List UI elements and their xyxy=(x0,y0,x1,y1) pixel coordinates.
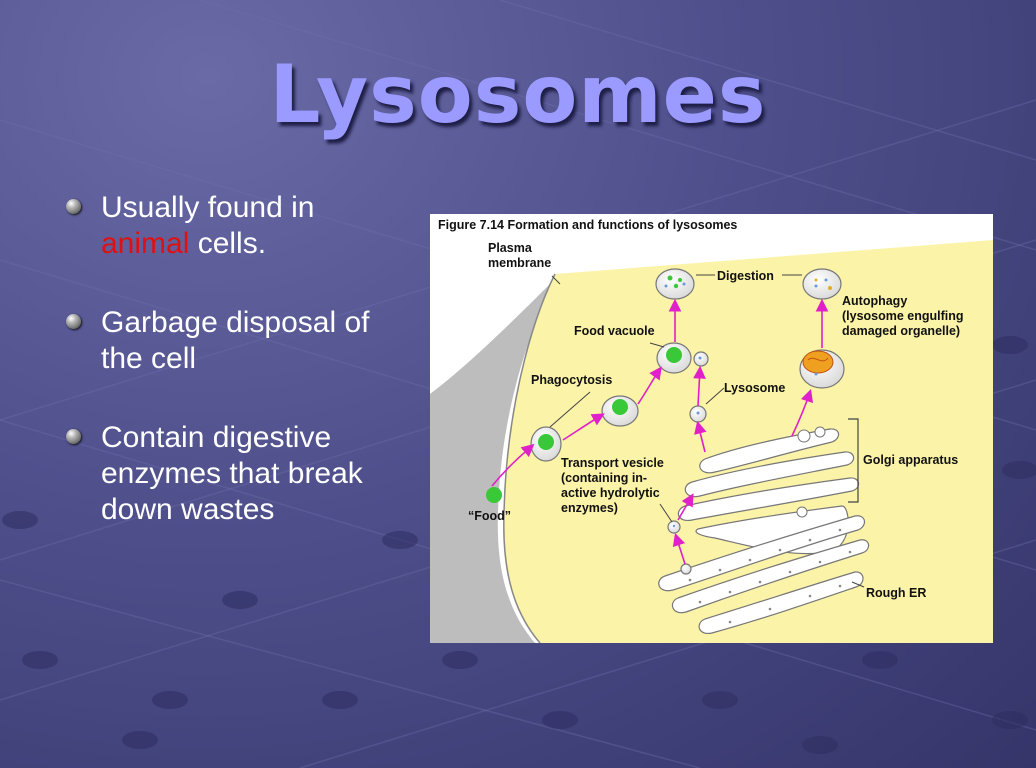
lysosome-diagram: Figure 7.14 Formation and functions of l… xyxy=(430,218,993,643)
label-transport-vesicle: active hydrolytic xyxy=(561,486,660,500)
cytoplasm xyxy=(503,240,993,643)
label-autophagy: damaged organelle) xyxy=(842,324,960,338)
highlight-word: animal xyxy=(101,227,190,260)
label-lysosome: Lysosome xyxy=(724,381,785,395)
pathway-arrows xyxy=(491,298,829,565)
bullet-dot-icon xyxy=(66,429,81,444)
bullet-dot-icon xyxy=(66,199,81,214)
bullet-text: Contain digestive enzymes that break dow… xyxy=(101,421,363,526)
bullet-item: Garbage disposal of the cell xyxy=(66,305,396,377)
label-food: “Food” xyxy=(468,509,511,523)
label-plasma-membrane: membrane xyxy=(488,256,551,270)
label-phagocytosis: Phagocytosis xyxy=(531,373,612,387)
slide-title: Lysosomes xyxy=(269,48,767,141)
bullet-text: Usually found in animal cells. xyxy=(101,191,315,260)
bullet-list: Usually found in animal cells. Garbage d… xyxy=(66,190,396,571)
label-plasma-membrane: Plasma xyxy=(488,241,533,255)
label-rough-er: Rough ER xyxy=(866,586,926,600)
cell-membrane-shading xyxy=(430,274,560,643)
rough-er xyxy=(658,515,870,635)
label-autophagy: (lysosome engulfing xyxy=(842,309,964,323)
food-particles xyxy=(486,275,682,503)
label-autophagy: Autophagy xyxy=(842,294,907,308)
figure-caption: Figure 7.14 Formation and functions of l… xyxy=(438,218,737,232)
label-digestion: Digestion xyxy=(717,269,774,283)
bullet-item: Usually found in animal cells. xyxy=(66,190,396,262)
label-transport-vesicle: (containing in- xyxy=(561,471,647,485)
label-food-vacuole: Food vacuole xyxy=(574,324,655,338)
golgi-bracket xyxy=(848,418,859,503)
damaged-organelle xyxy=(802,350,834,374)
bullet-item: Contain digestive enzymes that break dow… xyxy=(66,420,396,528)
label-transport-vesicle: Transport vesicle xyxy=(561,456,664,470)
lysosome-figure: Figure 7.14 Formation and functions of l… xyxy=(430,214,993,643)
label-golgi: Golgi apparatus xyxy=(863,453,958,467)
label-transport-vesicle: enzymes) xyxy=(561,501,618,515)
bullet-dot-icon xyxy=(66,314,81,329)
bullet-text: Garbage disposal of the cell xyxy=(101,306,370,375)
